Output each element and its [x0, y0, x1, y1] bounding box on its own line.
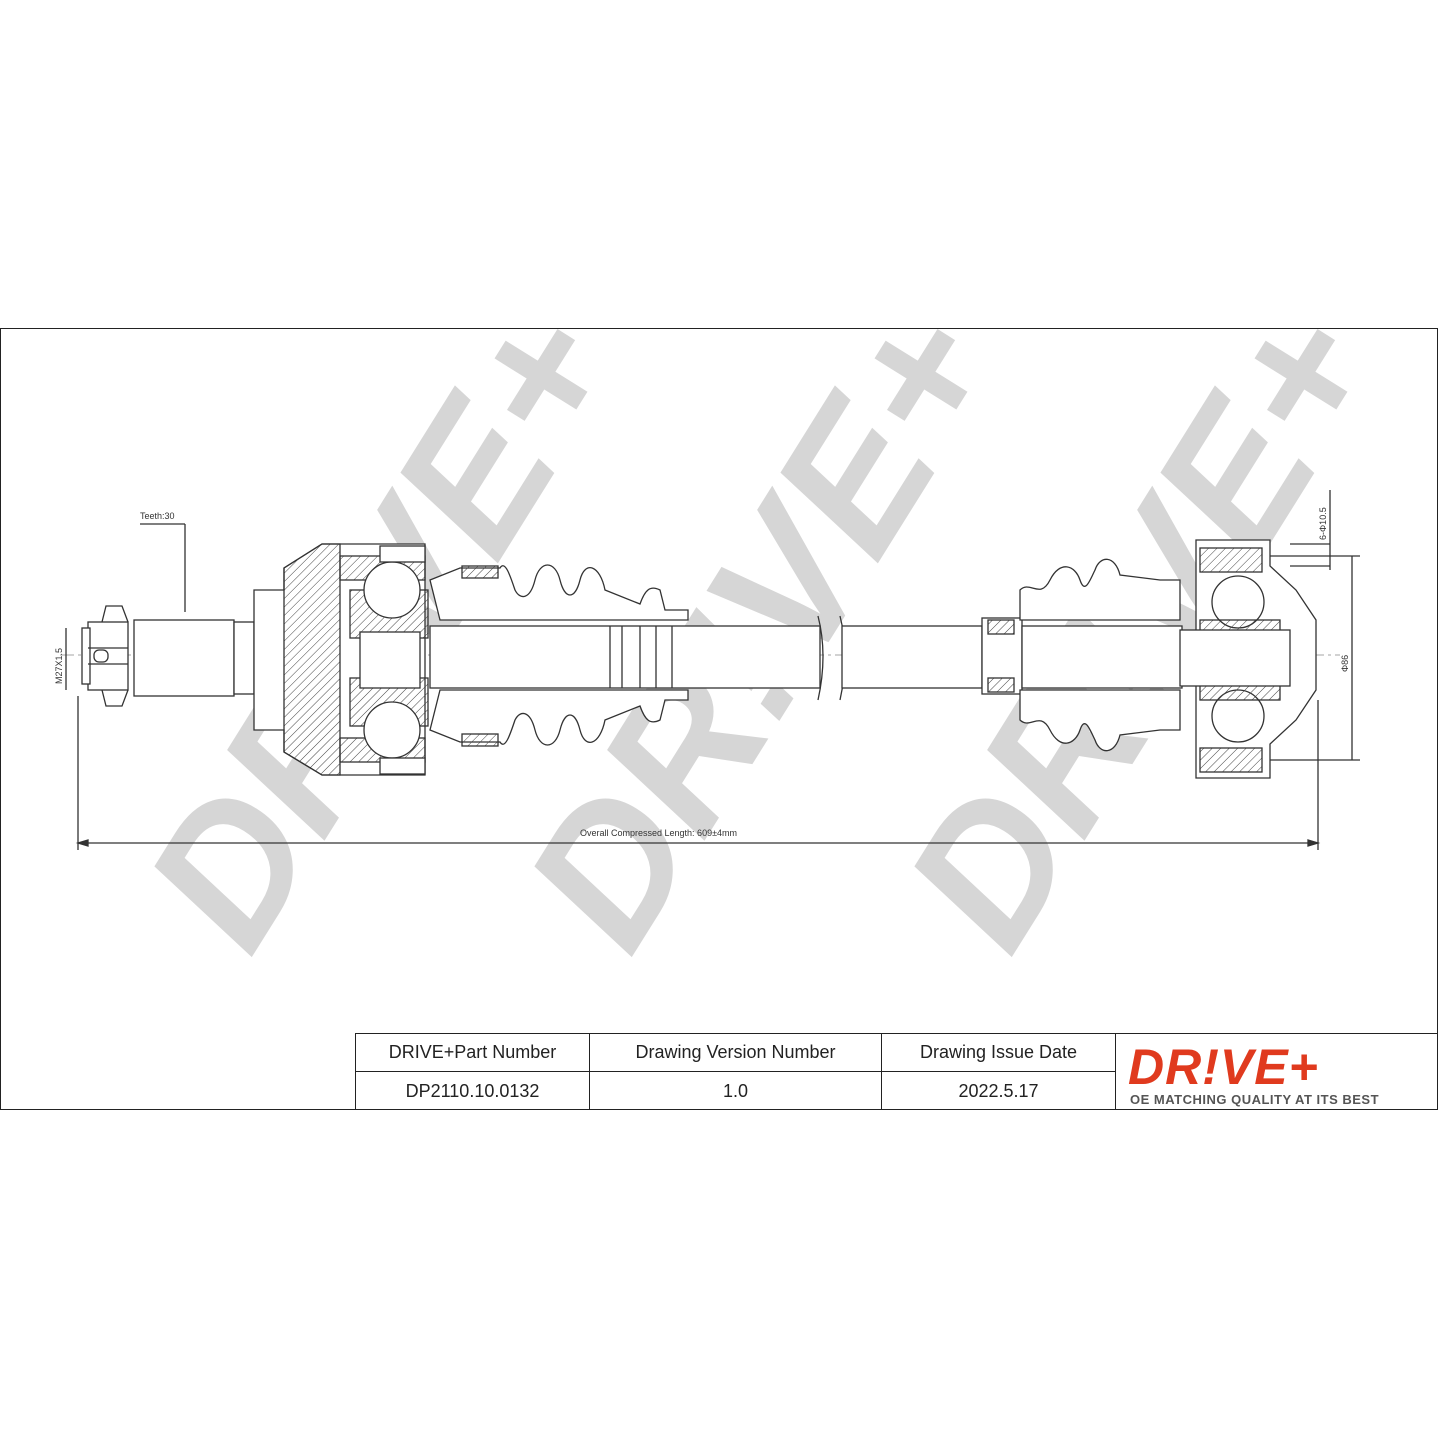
thread-label: M27X1.5	[54, 648, 64, 684]
part-number-value: DP2110.10.0132	[356, 1072, 590, 1110]
drawing-frame	[0, 328, 1438, 1110]
version-number-value: 1.0	[590, 1072, 882, 1110]
overall-length-label: Overall Compressed Length: 609±4mm	[580, 828, 737, 838]
teeth-label: Teeth:30	[140, 511, 175, 521]
brand-logo: DR!VE+ OE MATCHING QUALITY AT ITS BEST	[1116, 1034, 1438, 1110]
issue-date-header: Drawing Issue Date	[882, 1034, 1116, 1072]
title-block: DRIVE+Part Number Drawing Version Number…	[355, 1033, 1438, 1110]
flange-hole-label: 6-Φ10.5	[1318, 507, 1328, 540]
drive-shaft-outline	[60, 490, 1360, 850]
version-number-header: Drawing Version Number	[590, 1034, 882, 1072]
brand-logo-text: DR!VE+	[1128, 1039, 1319, 1095]
brand-tagline: OE MATCHING QUALITY AT ITS BEST	[1130, 1092, 1380, 1107]
part-number-header: DRIVE+Part Number	[356, 1034, 590, 1072]
issue-date-value: 2022.5.17	[882, 1072, 1116, 1110]
diameter-label: Φ86	[1340, 655, 1350, 672]
